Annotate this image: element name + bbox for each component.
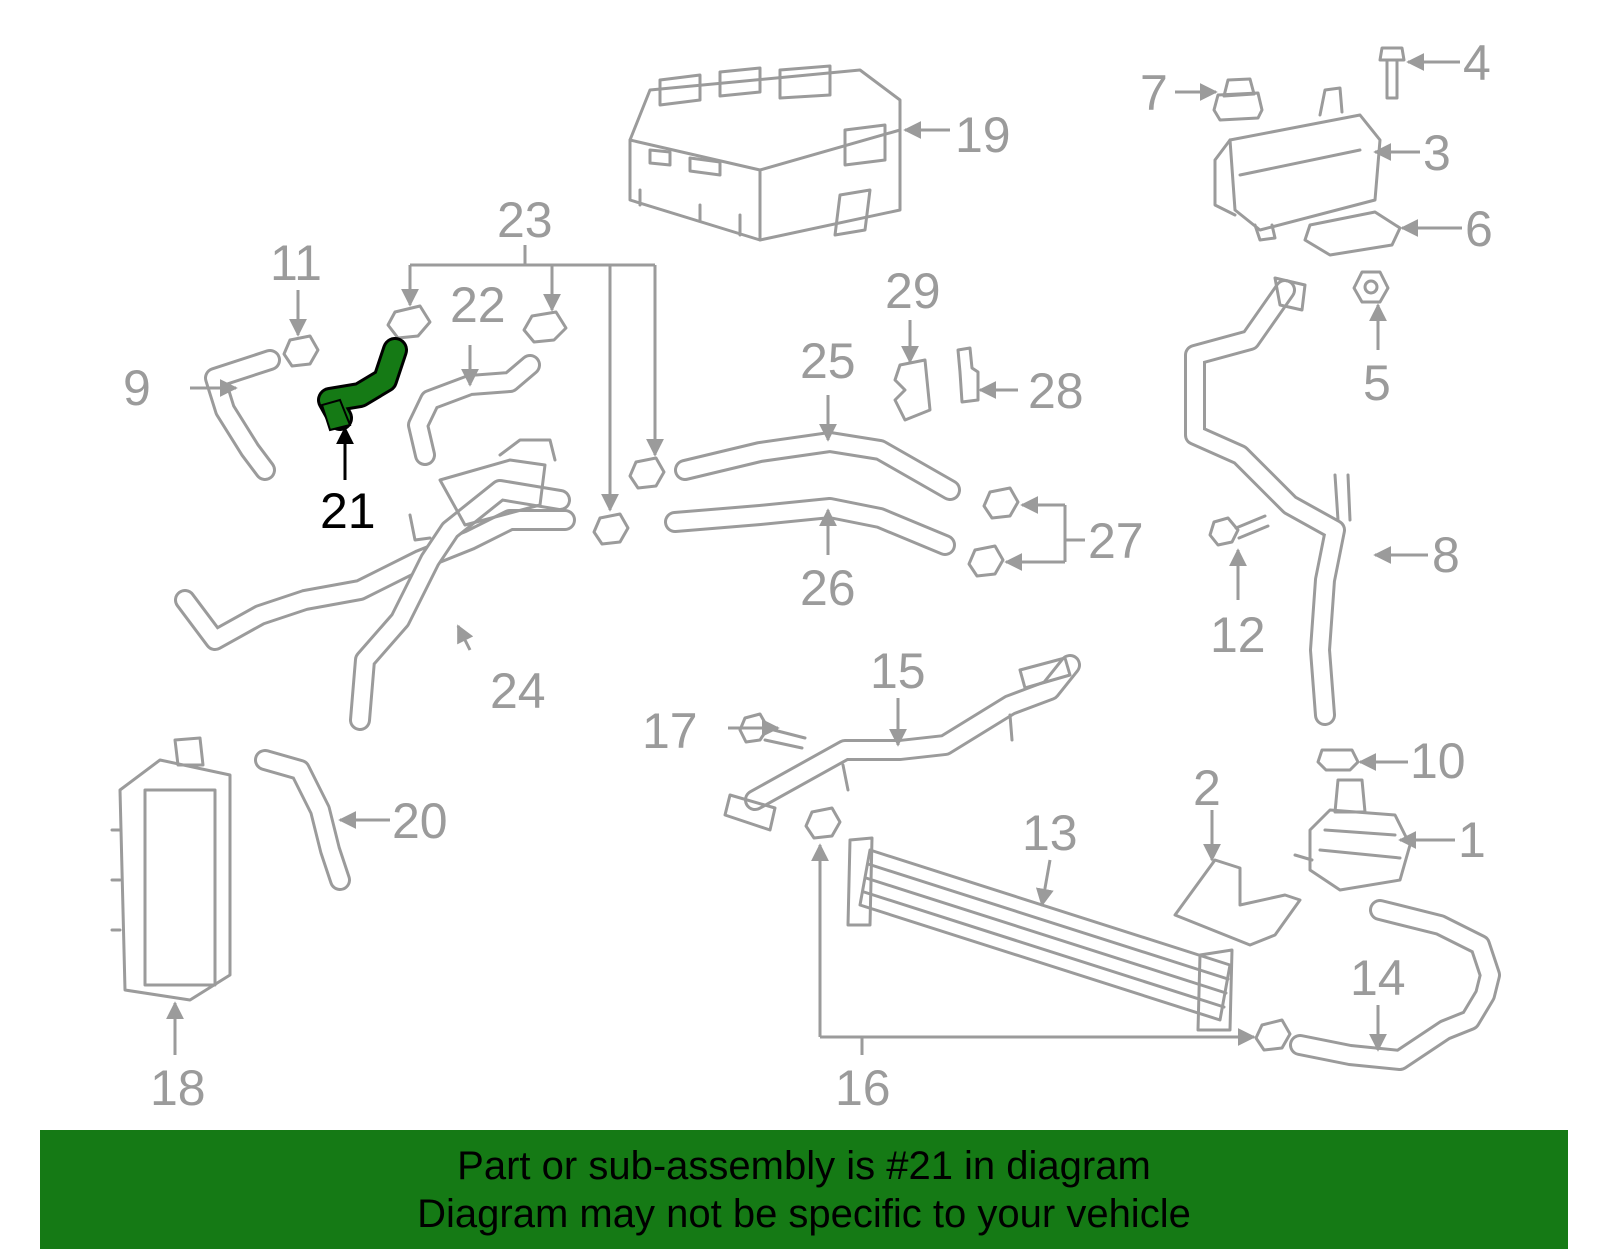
part-17-bolt[interactable] <box>738 712 807 750</box>
callout-9: 9 <box>123 360 151 416</box>
part-7-reservoir-cap[interactable] <box>1212 77 1264 122</box>
callout-18: 18 <box>150 1060 206 1116</box>
callout-11: 11 <box>270 235 322 291</box>
part-1-coolant-pump[interactable] <box>1293 778 1412 892</box>
callout-20: 20 <box>392 793 448 849</box>
callout-7: 7 <box>1140 65 1168 121</box>
callout-1: 1 <box>1458 812 1486 868</box>
part-23-clamp-b[interactable] <box>522 310 568 344</box>
part-10-clamp[interactable] <box>1316 748 1360 772</box>
part-13-radiator[interactable] <box>846 836 1234 1032</box>
part-18-condenser[interactable] <box>110 736 232 1002</box>
callout-27: 27 <box>1088 513 1144 569</box>
callout-22: 22 <box>450 277 506 333</box>
part-21-hose-highlighted[interactable] <box>317 337 408 432</box>
part-23-clamp-d[interactable] <box>628 456 666 490</box>
callout-26: 26 <box>800 560 856 616</box>
callout-14: 14 <box>1350 950 1406 1006</box>
callout-24: 24 <box>490 663 546 719</box>
callout-2: 2 <box>1193 760 1221 816</box>
part-4-bolt[interactable] <box>1378 46 1406 100</box>
callout-5: 5 <box>1363 355 1391 411</box>
callout-29: 29 <box>885 263 941 319</box>
part-25-hose[interactable] <box>674 431 961 501</box>
banner-line-1: Part or sub-assembly is #21 in diagram <box>457 1143 1151 1188</box>
part-16-clamp-a[interactable] <box>804 806 842 840</box>
part-19-inverter-module[interactable] <box>628 64 902 242</box>
callout-15: 15 <box>870 643 926 699</box>
part-28-bracket[interactable] <box>956 346 980 404</box>
callout-13: 13 <box>1022 805 1078 861</box>
parts-diagram: 1 2 3 4 5 6 7 8 9 10 11 12 13 14 15 16 1… <box>110 35 1501 1116</box>
part-11-clamp[interactable] <box>282 334 320 368</box>
part-14-coolant-hose[interactable] <box>1289 899 1501 1071</box>
part-26-hose[interactable] <box>664 497 956 556</box>
part-29-bracket[interactable] <box>893 358 932 422</box>
callout-17: 17 <box>642 703 698 759</box>
part-8-coolant-hose[interactable] <box>1184 276 1352 726</box>
part-22-hose[interactable] <box>407 354 541 466</box>
callout-23: 23 <box>497 192 553 248</box>
callout-3: 3 <box>1423 125 1451 181</box>
part-3-coolant-reservoir[interactable] <box>1213 86 1382 242</box>
callout-6: 6 <box>1465 201 1493 257</box>
banner-line-2: Diagram may not be specific to your vehi… <box>417 1191 1191 1236</box>
leader-lines <box>166 53 1462 1055</box>
part-15-coolant-tube[interactable] <box>723 654 1081 832</box>
callout-28: 28 <box>1028 363 1084 419</box>
info-banner: Part or sub-assembly is #21 in diagram D… <box>40 1130 1568 1249</box>
part-6-bracket[interactable] <box>1303 210 1402 257</box>
part-23-clamp-c[interactable] <box>592 512 630 546</box>
callout-8: 8 <box>1432 527 1460 583</box>
part-5-nut[interactable] <box>1352 270 1390 304</box>
part-24-pipe-assembly[interactable] <box>174 438 576 731</box>
callout-12: 12 <box>1210 607 1266 663</box>
part-27-clamp-b[interactable] <box>967 544 1005 578</box>
part-20-hose[interactable] <box>254 749 351 891</box>
part-9-hose[interactable] <box>204 349 281 481</box>
callout-21: 21 <box>320 483 376 539</box>
callout-19: 19 <box>955 107 1011 163</box>
part-23-clamp-a[interactable] <box>386 304 432 340</box>
part-16-clamp-b[interactable] <box>1254 1018 1292 1052</box>
part-2-bracket[interactable] <box>1173 858 1302 947</box>
callout-16: 16 <box>835 1060 891 1116</box>
callout-4: 4 <box>1463 35 1491 91</box>
part-12-bolt[interactable] <box>1208 514 1270 547</box>
callout-25: 25 <box>800 333 856 389</box>
part-27-clamp-a[interactable] <box>982 486 1020 520</box>
callout-10: 10 <box>1410 733 1466 789</box>
